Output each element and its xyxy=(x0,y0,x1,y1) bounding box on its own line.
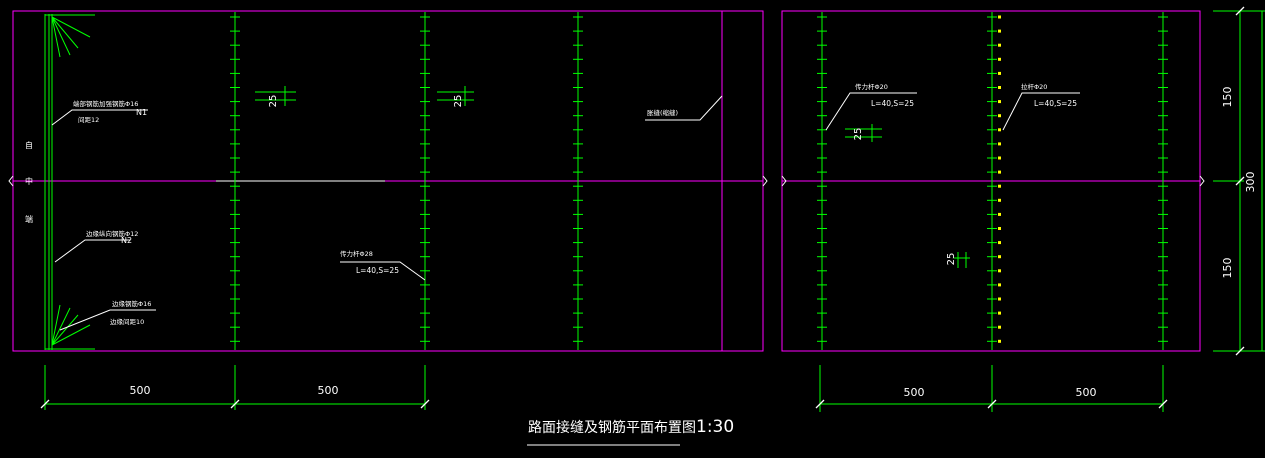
leader-dowel-left xyxy=(340,261,426,281)
break-symbol-left xyxy=(8,175,14,187)
drawing-title-text: 路面接缝及钢筋平面布置图 xyxy=(528,419,696,436)
leader-n3 xyxy=(59,309,156,331)
tie-bar-end xyxy=(998,198,1001,202)
tie-bar-end xyxy=(998,283,1001,287)
tie-bar-end xyxy=(998,15,1001,19)
leader-dowel-right-a xyxy=(825,92,917,131)
dowel-bar-left-2 xyxy=(420,12,430,350)
tie-bar-end xyxy=(998,184,1001,188)
callout-n1-mark: N1 xyxy=(136,108,147,117)
callout-n3-line1: 边缘钢筋Φ16 xyxy=(112,299,151,308)
dim-right-2: 500 xyxy=(1076,386,1097,399)
tie-bar-end xyxy=(998,311,1001,315)
dowel-label-left-2: L=40,S=25 xyxy=(356,266,399,275)
callout-right-b-line2: L=40,S=25 xyxy=(1034,99,1077,108)
tie-bar-end xyxy=(998,43,1001,47)
tie-bar-end xyxy=(998,269,1001,273)
dowel-bar-right-1 xyxy=(817,12,827,350)
joint-label: 胀缝(缩缝) xyxy=(647,108,678,117)
tie-bar-end xyxy=(998,255,1001,259)
tie-bar-end xyxy=(998,57,1001,61)
spacing-mark-left-a xyxy=(255,86,296,106)
tie-bar-end xyxy=(998,114,1001,118)
callout-n3-line2: 边缘间距10 xyxy=(110,317,144,326)
corner-fan-bottom xyxy=(51,304,91,346)
side-label-2: 中 xyxy=(25,176,33,186)
break-symbol-right-l xyxy=(781,175,787,187)
callout-right-a-line2: L=40,S=25 xyxy=(871,99,914,108)
spacing-mark-left-b xyxy=(437,86,474,106)
tie-bar-end xyxy=(998,325,1001,329)
tie-bar-end xyxy=(998,100,1001,104)
dim-right-1: 500 xyxy=(904,386,925,399)
dowel-bar-left-3 xyxy=(573,12,583,350)
dim-left-1: 500 xyxy=(130,384,151,397)
dim-ticks xyxy=(40,6,1245,409)
spacing-mark-right-b xyxy=(954,252,970,268)
drawing-scale: 1:30 xyxy=(696,417,734,437)
dowel-bar-right-3 xyxy=(1158,12,1168,350)
tie-bar-end xyxy=(998,241,1001,245)
tie-bar-right-2 xyxy=(987,12,1001,350)
leader-dowel-right-b xyxy=(1002,92,1080,131)
spacing-right-b: 25 xyxy=(946,253,957,266)
spacing-mark-right-a xyxy=(845,124,882,142)
leader-joint xyxy=(645,95,723,121)
tie-bar-end xyxy=(998,297,1001,301)
spacing-left-a: 25 xyxy=(268,95,279,108)
tie-bar-end xyxy=(998,170,1001,174)
callout-right-b-line1: 拉杆Φ20 xyxy=(1021,82,1047,91)
dowel-bar-left-1 xyxy=(230,12,240,350)
dowel-label-left-1: 传力杆Φ28 xyxy=(340,249,373,258)
dim-vertical-1: 150 xyxy=(1221,87,1234,108)
dim-left-2: 500 xyxy=(318,384,339,397)
tie-bar-end xyxy=(998,156,1001,160)
tie-bar-end xyxy=(998,128,1001,132)
break-symbol-mid xyxy=(762,175,768,187)
callout-n2-line1: 边缘纵向钢筋Φ12 xyxy=(86,229,138,238)
tie-bar-end xyxy=(998,29,1001,33)
callout-right-a-line1: 传力杆Φ20 xyxy=(855,82,888,91)
corner-fan-top xyxy=(51,16,91,58)
leader-n1 xyxy=(51,109,148,126)
tie-bar-end xyxy=(998,339,1001,343)
tie-bar-end xyxy=(998,71,1001,75)
leader-n2 xyxy=(54,239,130,263)
callout-n1-line1: 端部钢筋加强钢筋Φ16 xyxy=(73,99,138,108)
side-label-3: 端 xyxy=(25,214,33,224)
side-label-1: 自 xyxy=(25,140,33,150)
dim-vertical-total: 300 xyxy=(1244,172,1257,193)
spacing-left-b: 25 xyxy=(453,95,464,108)
tie-bar-end xyxy=(998,142,1001,146)
tie-bar-end xyxy=(998,212,1001,216)
callout-n1-line2: 间距12 xyxy=(78,116,99,124)
spacing-right-a: 25 xyxy=(853,128,864,141)
tie-bar-end xyxy=(998,86,1001,89)
tie-bar-end xyxy=(998,227,1001,230)
callout-n2-mark: N2 xyxy=(121,236,132,245)
break-symbol-right-r xyxy=(1199,175,1205,187)
drawing-title: 路面接缝及钢筋平面布置图1:30 xyxy=(528,417,734,437)
dim-vertical-2: 150 xyxy=(1221,258,1234,279)
